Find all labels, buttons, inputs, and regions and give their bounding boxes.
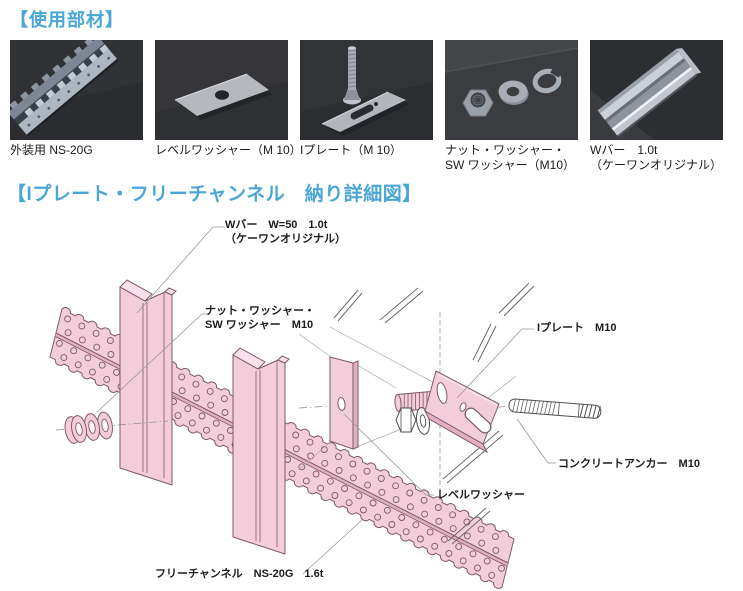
part-caption-nut-washer-set: ナット・ワッシャー・ SW ワッシャー（M10） — [445, 143, 578, 173]
label-level-washer: レベルワッシャー — [437, 489, 525, 501]
caption-line: 外装用 NS-20G — [10, 143, 93, 157]
i-plate-photo — [300, 40, 433, 140]
caption-line: SW ワッシャー（M10） — [445, 158, 576, 172]
part-free-channel: 外装用 NS-20G — [10, 40, 143, 173]
label-nut-washer-set: ナット・ワッシャー・ SW ワッシャー M10 — [205, 305, 315, 331]
label-i-plate: Iプレート M10 — [537, 322, 617, 334]
diagram-section-title: 【Iプレート・フリーチャンネル 納り詳細図】 — [7, 184, 422, 205]
parts-section-title: 【使用部材】 — [10, 10, 124, 30]
label-w-bar: Wバー W=50 1.0t （ケーワンオリジナル） — [225, 219, 346, 245]
label-free-channel: フリーチャンネル NS-20G 1.6t — [155, 568, 324, 580]
caption-line: Wバー 1.0t — [590, 143, 658, 157]
w-bar-photo — [590, 40, 723, 140]
free-channel-photo — [10, 40, 143, 140]
part-caption-level-washer: レベルワッシャー（M 10） — [155, 143, 302, 158]
part-caption-i-plate: Iプレート（M 10） — [300, 143, 433, 158]
part-w-bar: Wバー 1.0t （ケーワンオリジナル） — [590, 40, 723, 173]
part-caption-w-bar: Wバー 1.0t （ケーワンオリジナル） — [590, 143, 723, 173]
caption-line: レベルワッシャー（M 10） — [155, 143, 302, 157]
caption-line: ナット・ワッシャー・ — [445, 143, 566, 157]
part-i-plate: Iプレート（M 10） — [300, 40, 433, 173]
part-level-washer: レベルワッシャー（M 10） — [155, 40, 302, 173]
caption-line: （ケーワンオリジナル） — [590, 158, 723, 172]
parts-photo-row: 外装用 NS-20G レベルワッシャー（M 10） Iプレート（M 10） ナッ… — [10, 40, 723, 173]
part-nut-washer-set: ナット・ワッシャー・ SW ワッシャー（M10） — [445, 40, 578, 173]
nut-washer-set-photo — [445, 40, 578, 140]
level-washer-photo — [155, 40, 288, 140]
part-caption-free-channel: 外装用 NS-20G — [10, 143, 143, 158]
label-concrete-anchor: コンクリートアンカー M10 — [558, 458, 700, 470]
caption-line: Iプレート（M 10） — [300, 143, 403, 157]
